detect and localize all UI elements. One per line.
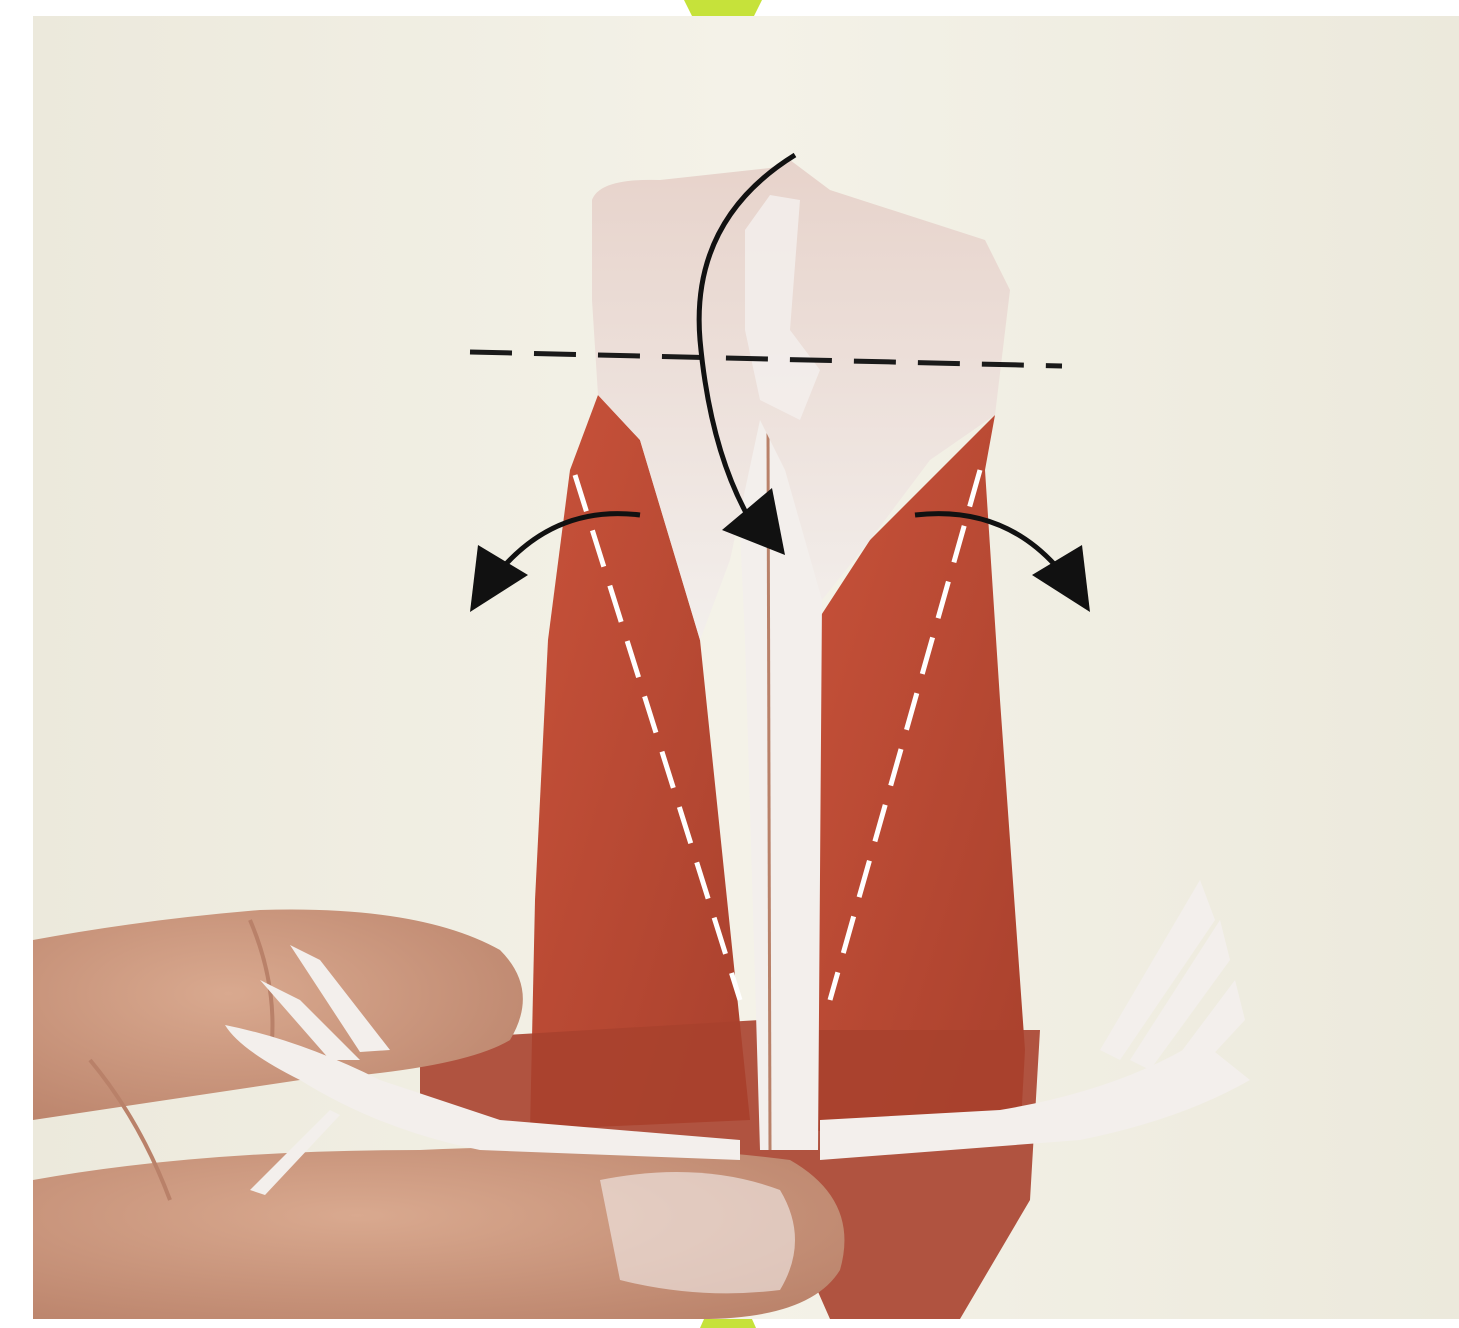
bottom-green-tab: [700, 1319, 756, 1328]
top-green-tab: [684, 0, 762, 16]
thumbnail: [600, 1172, 795, 1293]
